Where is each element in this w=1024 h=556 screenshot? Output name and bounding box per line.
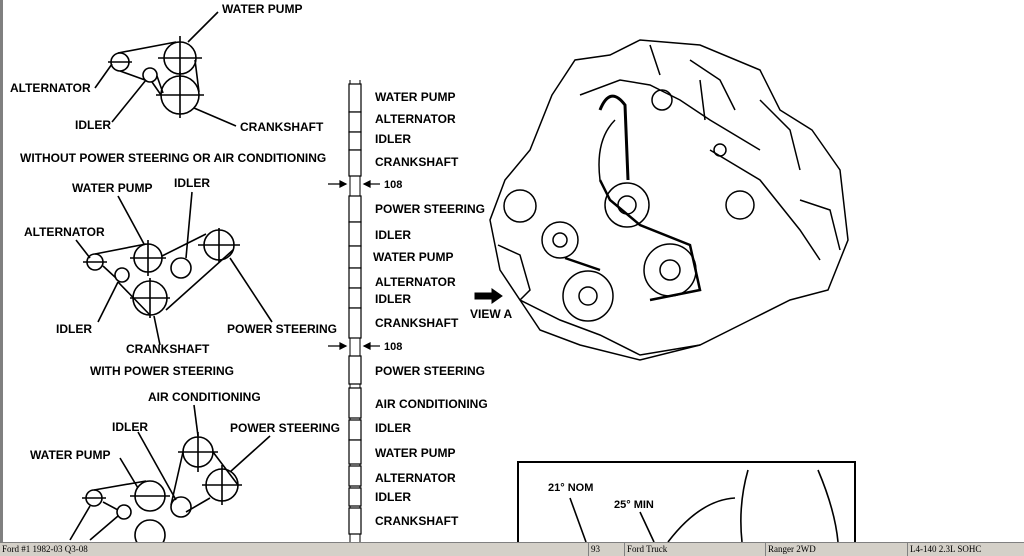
diagram2-caption: WITH POWER STEERING xyxy=(90,364,234,378)
diagram2-power-steering-label: POWER STEERING xyxy=(227,322,338,336)
belt-label: WATER PUMP xyxy=(375,446,456,460)
belt-label: ALTERNATOR xyxy=(375,112,456,126)
status-model: Ranger 2WD xyxy=(765,543,908,556)
diagram2-idler-top-label: IDLER xyxy=(174,176,210,190)
diagram2-pulleys xyxy=(83,228,240,318)
belt-label: CRANKSHAFT xyxy=(375,155,459,169)
diagram2-crankshaft-label: CRANKSHAFT xyxy=(126,342,210,356)
belt-label: WATER PUMP xyxy=(375,90,456,104)
diagram3-power-steering-label: POWER STEERING xyxy=(230,421,341,435)
window-left-border xyxy=(0,0,3,542)
inset-detail-box xyxy=(517,461,856,542)
diagram1-pulleys xyxy=(108,36,204,118)
diagram3-pulleys xyxy=(82,432,242,542)
belt-label: POWER STEERING xyxy=(375,202,486,216)
status-page: 93 xyxy=(588,543,625,556)
status-category: Ford Truck xyxy=(624,543,765,556)
diagram2-idler-label: IDLER xyxy=(56,322,92,336)
inset-nom-label: 21° NOM xyxy=(548,482,594,494)
diagram3-air-conditioning-label: AIR CONDITIONING xyxy=(148,390,261,404)
belt-label: ALTERNATOR xyxy=(375,471,456,485)
dimension-label: 108 xyxy=(384,341,403,353)
view-a-label: VIEW A xyxy=(470,307,513,321)
status-engine: L4-140 2.3L SOHC xyxy=(907,543,1023,556)
dimension-arrows xyxy=(328,180,380,350)
diagram2-alternator-label: ALTERNATOR xyxy=(24,225,105,239)
diagram1-alternator-label: ALTERNATOR xyxy=(10,81,91,95)
diagram1-water-pump-label: WATER PUMP xyxy=(222,2,303,16)
belt-label: WATER PUMP xyxy=(373,250,454,264)
engine-illustration xyxy=(489,39,849,361)
status-bar: Ford #1 1982-03 Q3-08 93 Ford Truck Rang… xyxy=(0,542,1024,556)
belt-label: ALTERNATOR xyxy=(375,275,456,289)
belt-label: CRANKSHAFT xyxy=(375,316,459,330)
diagram1-idler-label: IDLER xyxy=(75,118,111,132)
inset-angle-drawing xyxy=(569,469,839,542)
diagram1-caption: WITHOUT POWER STEERING OR AIR CONDITIONI… xyxy=(20,151,327,165)
diagram1-crankshaft-label: CRANKSHAFT xyxy=(240,120,324,134)
belt-label: IDLER xyxy=(375,228,411,242)
belt-label: POWER STEERING xyxy=(375,364,486,378)
dimension-label: 108 xyxy=(384,179,403,191)
belt-label: IDLER xyxy=(375,132,411,146)
belt-label: IDLER xyxy=(375,421,411,435)
diagram3-idler-label: IDLER xyxy=(112,420,148,434)
diagram3-water-pump-label: WATER PUMP xyxy=(30,448,111,462)
belt-label: CRANKSHAFT xyxy=(375,514,459,528)
belt-cross-section xyxy=(348,80,362,542)
diagram2-water-pump-label: WATER PUMP xyxy=(72,181,153,195)
belt-label: IDLER xyxy=(375,292,411,306)
belt-label: AIR CONDITIONING xyxy=(375,397,488,411)
inset-min-label: 25° MIN xyxy=(614,499,654,511)
belt-label: IDLER xyxy=(375,490,411,504)
status-source: Ford #1 1982-03 Q3-08 xyxy=(2,544,88,554)
view-a-arrow xyxy=(474,288,503,304)
belt-diagram-drawing xyxy=(69,11,849,542)
